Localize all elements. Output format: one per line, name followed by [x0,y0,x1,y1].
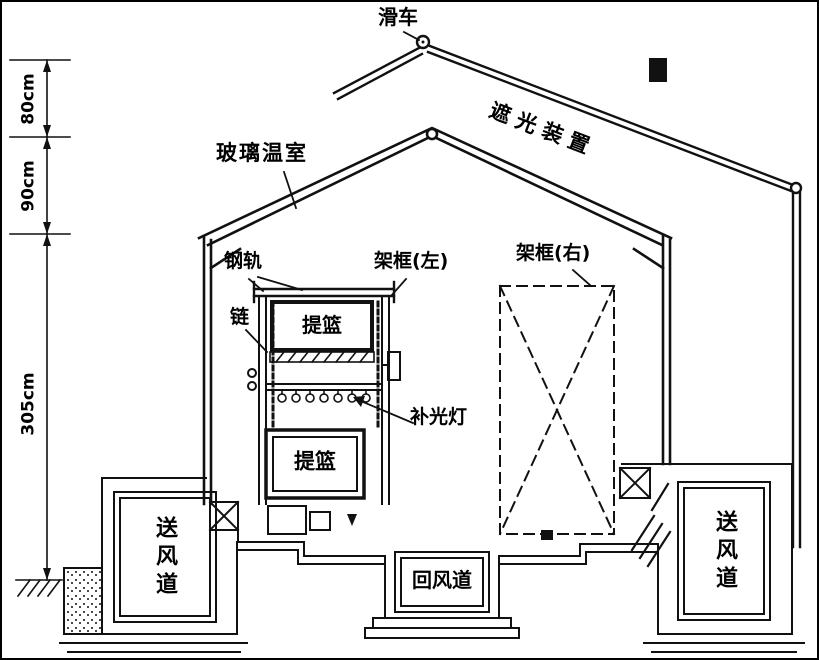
right-eave-brace [632,247,665,270]
shading-device [332,34,803,549]
floor-profile [237,529,659,565]
return-duct-label: 回风道 [412,568,472,592]
rack-machinery [267,505,331,535]
upper-basket-label: 提篮 [300,313,344,337]
roof-peak-joint [425,127,439,141]
rack-right-label: 架框(右) [516,242,591,264]
right-supply-duct [618,463,805,653]
basket-hatch-strip [269,350,375,364]
left-rack [208,280,401,535]
shade-motor-block [649,58,667,82]
down-arrow-icon [347,514,357,526]
rack-right-leader [571,268,593,288]
duct-crossed-box [618,466,652,500]
left-duct-label: 送风道 [152,516,177,600]
airflow-slashes [630,482,672,568]
chain-leader [244,328,269,354]
chain-label: 链 [230,306,250,328]
return-duct-box [364,551,520,639]
steel-rail-leader [256,275,304,292]
right-duct-label: 送风道 [712,510,737,594]
right-rack-dashed [498,284,616,536]
lower-basket [264,428,366,500]
pulley-leader [402,30,421,42]
supplementary-light-bar [267,383,383,403]
dimension-80cm: 80cm [18,73,39,125]
side-pulley-icon [247,368,257,378]
pulley-label: 滑车 [378,5,418,29]
steel-rail-label: 钢轨 [224,250,263,272]
rack-left-label: 架框(左) [374,250,449,272]
shade-corner-joint [789,181,803,195]
dimension-90cm: 90cm [18,160,39,212]
side-pulley-icon [247,381,257,391]
greenhouse-shell [197,126,673,506]
left-eave-brace [209,247,242,270]
leader-lines [244,30,593,425]
upper-basket [270,300,374,352]
dimension-305cm: 305cm [18,372,39,436]
light-leader-arrowhead [353,396,365,407]
greenhouse-leader [282,170,298,210]
concrete-stipple [63,567,103,635]
left-supply-duct [59,477,248,653]
glass-greenhouse-label: 玻璃温室 [216,141,308,165]
wall-base-crossed-box [208,500,240,532]
light-leader [354,397,415,425]
steel-rail-leader [247,277,265,293]
arrowheads [43,60,553,580]
supplementary-light-label: 补光灯 [410,406,468,428]
lamp-row [277,389,371,403]
dimension-assembly [9,59,71,598]
rack-right-base-block [541,530,553,540]
ground-hatch [16,578,62,598]
lower-basket-label: 提篮 [292,449,338,474]
steel-rail [252,280,396,304]
rack-left-leader [389,277,408,298]
